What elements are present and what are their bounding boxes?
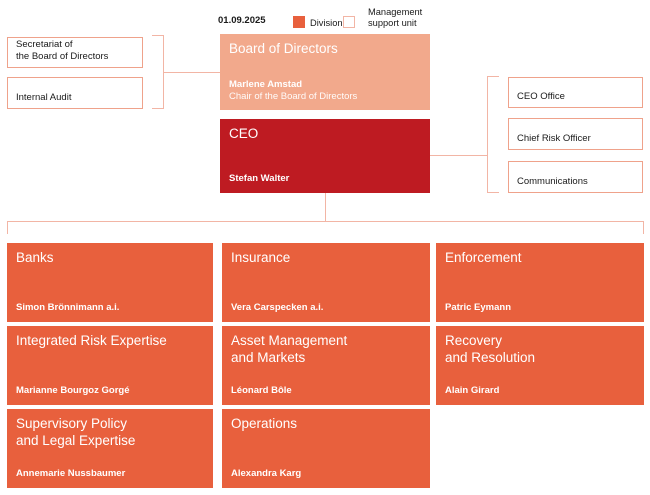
support-unit-internal-audit-box: Internal Audit xyxy=(7,77,143,109)
division-head-name: Marianne Bourgoz Gorgé xyxy=(16,385,130,396)
connector-left-bracket-top xyxy=(152,35,164,36)
legend-division-swatch xyxy=(293,16,305,28)
legend-support-swatch xyxy=(343,16,355,28)
division-box-supervisory-policy-and-legal-expertise: Supervisory Policy and Legal Expertise A… xyxy=(7,409,213,488)
support-unit-label: Chief Risk Officer xyxy=(517,132,591,144)
ceo-title: CEO xyxy=(229,126,259,141)
division-head-name: Léonard Bôle xyxy=(231,385,292,396)
connector-right-bracket-bottom xyxy=(487,192,499,193)
board-title: Board of Directors xyxy=(229,41,338,56)
division-box-integrated-risk-expertise: Integrated Risk Expertise Marianne Bourg… xyxy=(7,326,213,405)
support-unit-label: Internal Audit xyxy=(16,91,72,103)
board-of-directors-box: Board of Directors Marlene Amstad Chair … xyxy=(220,34,430,110)
connector-right-bracket-vertical xyxy=(487,76,488,193)
board-chair-role: Chair of the Board of Directors xyxy=(229,91,358,102)
division-title: Recovery and Resolution xyxy=(445,333,536,365)
division-box-banks: Banks Simon Brönnimann a.i. xyxy=(7,243,213,322)
connector-division-rail xyxy=(7,221,644,222)
division-title: Operations xyxy=(231,416,298,431)
division-box-recovery-and-resolution: Recovery and Resolution Alain Girard xyxy=(436,326,644,405)
ceo-box: CEO Stefan Walter xyxy=(220,119,430,193)
division-box-insurance: Insurance Vera Carspecken a.i. xyxy=(222,243,430,322)
division-title: Supervisory Policy and Legal Expertise xyxy=(16,416,136,448)
connector-ceo-drop xyxy=(325,193,326,221)
division-title: Insurance xyxy=(231,250,291,265)
division-title: Banks xyxy=(16,250,54,265)
division-title: Asset Management and Markets xyxy=(231,333,348,365)
support-unit-communications-box: Communications xyxy=(508,161,643,193)
division-head-name: Alain Girard xyxy=(445,385,500,396)
support-unit-label: Secretariat of the Board of Directors xyxy=(16,39,109,62)
support-unit-secretariat-box: Secretariat of the Board of Directors xyxy=(7,37,143,68)
division-box-operations: Operations Alexandra Karg xyxy=(222,409,430,488)
division-box-asset-management-and-markets: Asset Management and Markets Léonard Bôl… xyxy=(222,326,430,405)
legend-division-label: Division xyxy=(310,18,343,28)
board-chair-name: Marlene Amstad xyxy=(229,79,303,90)
connector-rail-right-stub xyxy=(643,221,644,234)
division-head-name: Simon Brönnimann a.i. xyxy=(16,302,120,313)
connector-right-feed xyxy=(430,155,487,156)
division-head-name: Annemarie Nussbaumer xyxy=(16,468,126,479)
connector-left-bracket-bottom xyxy=(152,108,164,109)
support-unit-ceo-office-box: CEO Office xyxy=(508,77,643,108)
division-title: Enforcement xyxy=(445,250,522,265)
division-box-enforcement: Enforcement Patric Eymann xyxy=(436,243,644,322)
division-head-name: Vera Carspecken a.i. xyxy=(231,302,324,313)
support-unit-label: CEO Office xyxy=(517,90,565,102)
division-head-name: Patric Eymann xyxy=(445,302,511,313)
connector-rail-left-stub xyxy=(7,221,8,234)
support-unit-label: Communications xyxy=(517,175,588,187)
connector-left-feed xyxy=(163,72,220,73)
legend-support-label: Management support unit xyxy=(368,7,423,28)
connector-right-bracket-top xyxy=(487,76,499,77)
division-title: Integrated Risk Expertise xyxy=(16,333,167,348)
division-head-name: Alexandra Karg xyxy=(231,468,302,479)
ceo-name: Stefan Walter xyxy=(229,173,290,184)
support-unit-chief-risk-officer-box: Chief Risk Officer xyxy=(508,118,643,150)
chart-date: 01.09.2025 xyxy=(218,15,266,26)
